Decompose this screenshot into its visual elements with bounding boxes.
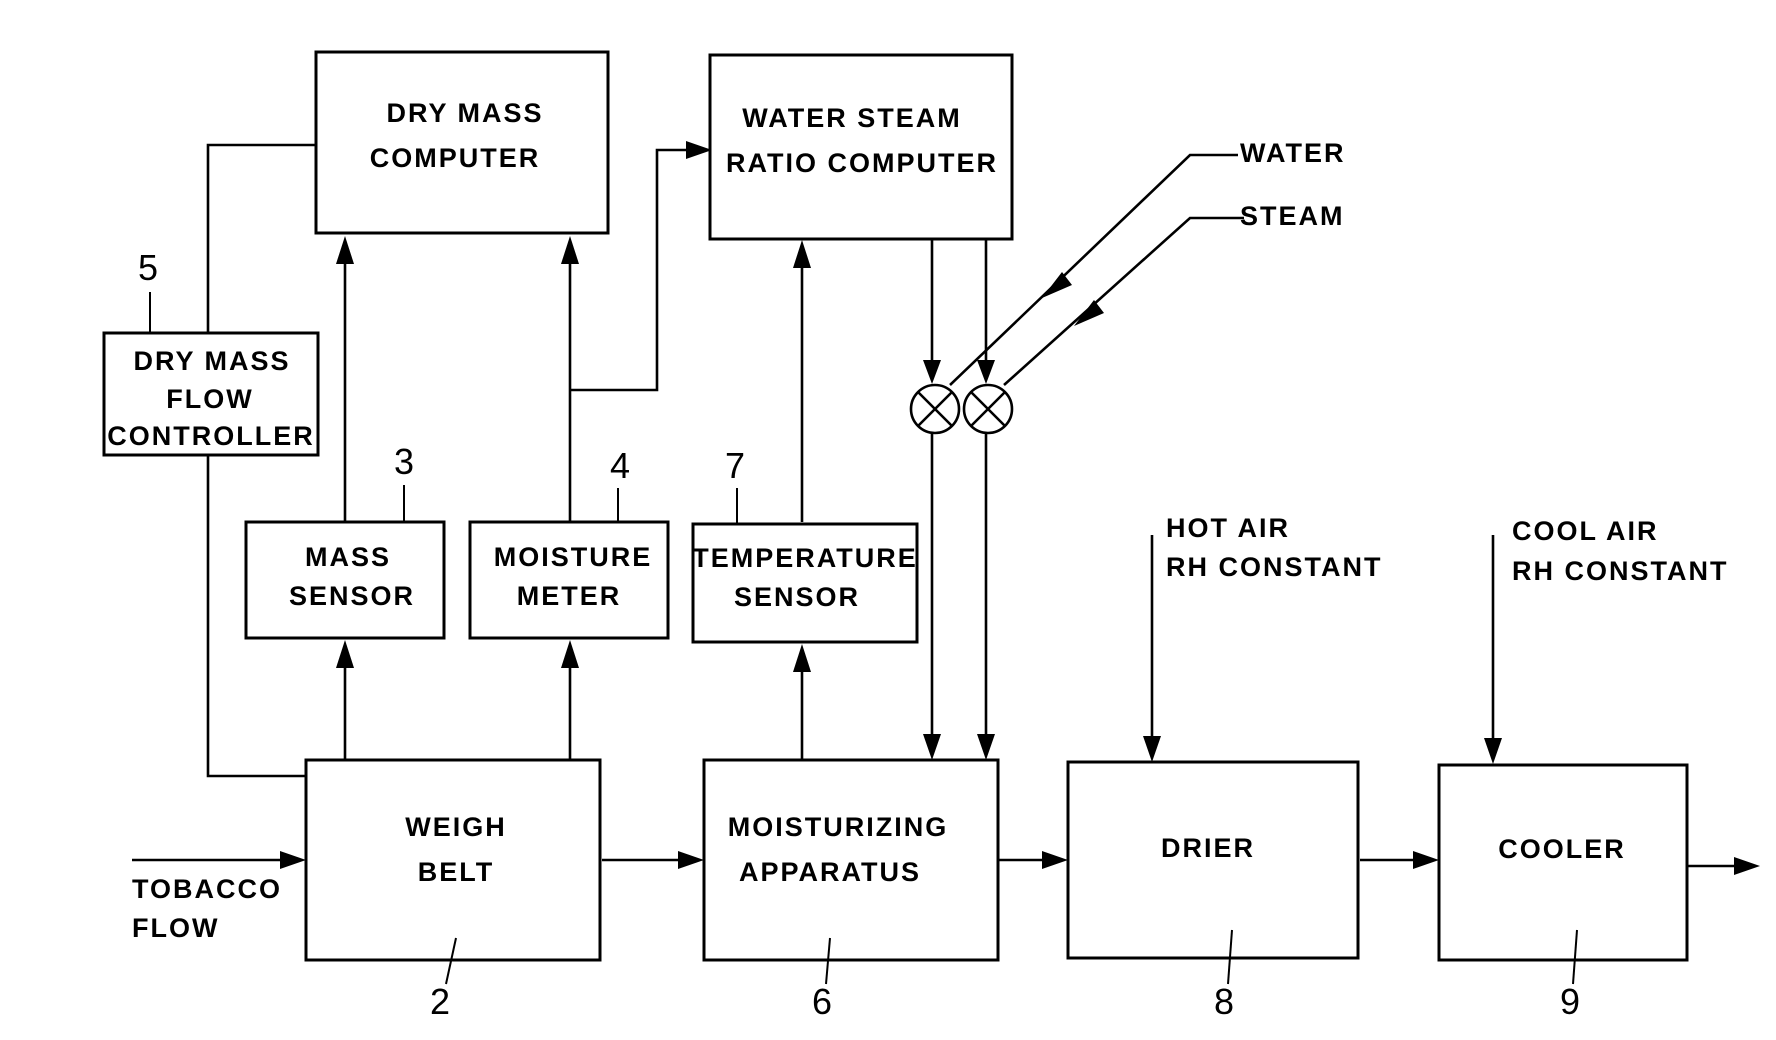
- tobacco-flow-label-2: FLOW: [132, 913, 219, 943]
- weigh-belt-label-1: WEIGH: [405, 812, 507, 842]
- arrowhead: [793, 240, 811, 268]
- hot-air-label-1: HOT AIR: [1166, 513, 1290, 543]
- moisture-meter-block: MOISTURE METER: [470, 522, 668, 638]
- dry-mass-computer-label-1: DRY MASS: [386, 98, 543, 128]
- water-input-label: WATER: [1240, 138, 1346, 168]
- wsrc-label-1: WATER STEAM: [742, 103, 962, 133]
- arrowhead: [561, 640, 579, 668]
- water-valve-icon: [911, 385, 959, 433]
- controller-label-3: CONTROLLER: [107, 421, 314, 451]
- moisture-meter-label-1: MOISTURE: [494, 542, 653, 572]
- ref-numeral-8: 8: [1214, 981, 1234, 1022]
- wsrc-label-2: RATIO COMPUTER: [726, 148, 998, 178]
- arrowhead: [1042, 272, 1072, 298]
- arrowhead: [336, 640, 354, 668]
- dry-mass-computer-label-2: COMPUTER: [370, 143, 541, 173]
- arrowhead: [923, 360, 941, 384]
- arrowhead: [1042, 851, 1068, 869]
- arrowhead: [923, 734, 941, 760]
- controller-label-2: FLOW: [166, 384, 253, 414]
- drier-block: DRIER: [1068, 762, 1358, 958]
- temperature-sensor-block: TEMPERATURE SENSOR: [692, 524, 918, 642]
- arrowhead: [977, 734, 995, 760]
- ref-numeral-4: 4: [610, 445, 630, 486]
- dmc-to-controller-wire: [208, 145, 316, 333]
- dry-mass-flow-controller-block: DRY MASS FLOW CONTROLLER: [104, 333, 318, 455]
- mass-sensor-label-1: MASS: [305, 542, 391, 572]
- temp-sensor-label-2: SENSOR: [734, 582, 860, 612]
- ref-numeral-9: 9: [1560, 981, 1580, 1022]
- weigh-belt-block: WEIGH BELT: [306, 760, 600, 960]
- water-steam-ratio-computer-block: WATER STEAM RATIO COMPUTER: [710, 55, 1012, 239]
- dry-mass-computer-block: DRY MASS COMPUTER: [316, 52, 608, 233]
- moisture-meter-label-2: METER: [517, 581, 622, 611]
- arrowhead: [1074, 300, 1104, 326]
- arrowhead: [336, 236, 354, 264]
- arrowhead: [1484, 738, 1502, 764]
- arrowhead: [686, 141, 712, 159]
- cooler-block: COOLER: [1439, 765, 1687, 960]
- mass-sensor-block: MASS SENSOR: [246, 522, 444, 638]
- cool-air-label-2: RH CONSTANT: [1512, 556, 1728, 586]
- arrowhead: [561, 236, 579, 264]
- ref-numeral-3: 3: [394, 441, 414, 482]
- mass-sensor-label-2: SENSOR: [289, 581, 415, 611]
- cool-air-label-1: COOL AIR: [1512, 516, 1659, 546]
- cooler-label: COOLER: [1498, 834, 1626, 864]
- arrowhead: [678, 851, 704, 869]
- ref-numeral-7: 7: [725, 445, 745, 486]
- temp-sensor-label-1: TEMPERATURE: [692, 543, 918, 573]
- steam-supply-line: [1004, 218, 1244, 385]
- moisturizer-label-1: MOISTURIZING: [728, 812, 949, 842]
- weigh-belt-label-2: BELT: [418, 857, 495, 887]
- ref-numeral-6: 6: [812, 981, 832, 1022]
- arrowhead: [793, 644, 811, 672]
- steam-input-label: STEAM: [1240, 201, 1345, 231]
- tobacco-flow-label-1: TOBACCO: [132, 874, 282, 904]
- ref-numeral-5: 5: [138, 247, 158, 288]
- hot-air-label-2: RH CONSTANT: [1166, 552, 1382, 582]
- arrowhead: [280, 851, 306, 869]
- steam-valve-icon: [964, 385, 1012, 433]
- moisturizer-label-2: APPARATUS: [739, 857, 921, 887]
- moisturizing-apparatus-block: MOISTURIZING APPARATUS: [704, 760, 998, 960]
- arrowhead: [977, 360, 995, 384]
- controller-label-1: DRY MASS: [133, 346, 290, 376]
- arrowhead: [1143, 736, 1161, 762]
- drier-label: DRIER: [1161, 833, 1255, 863]
- ref-numeral-2: 2: [430, 981, 450, 1022]
- arrowhead: [1413, 851, 1439, 869]
- arrowhead: [1734, 857, 1760, 875]
